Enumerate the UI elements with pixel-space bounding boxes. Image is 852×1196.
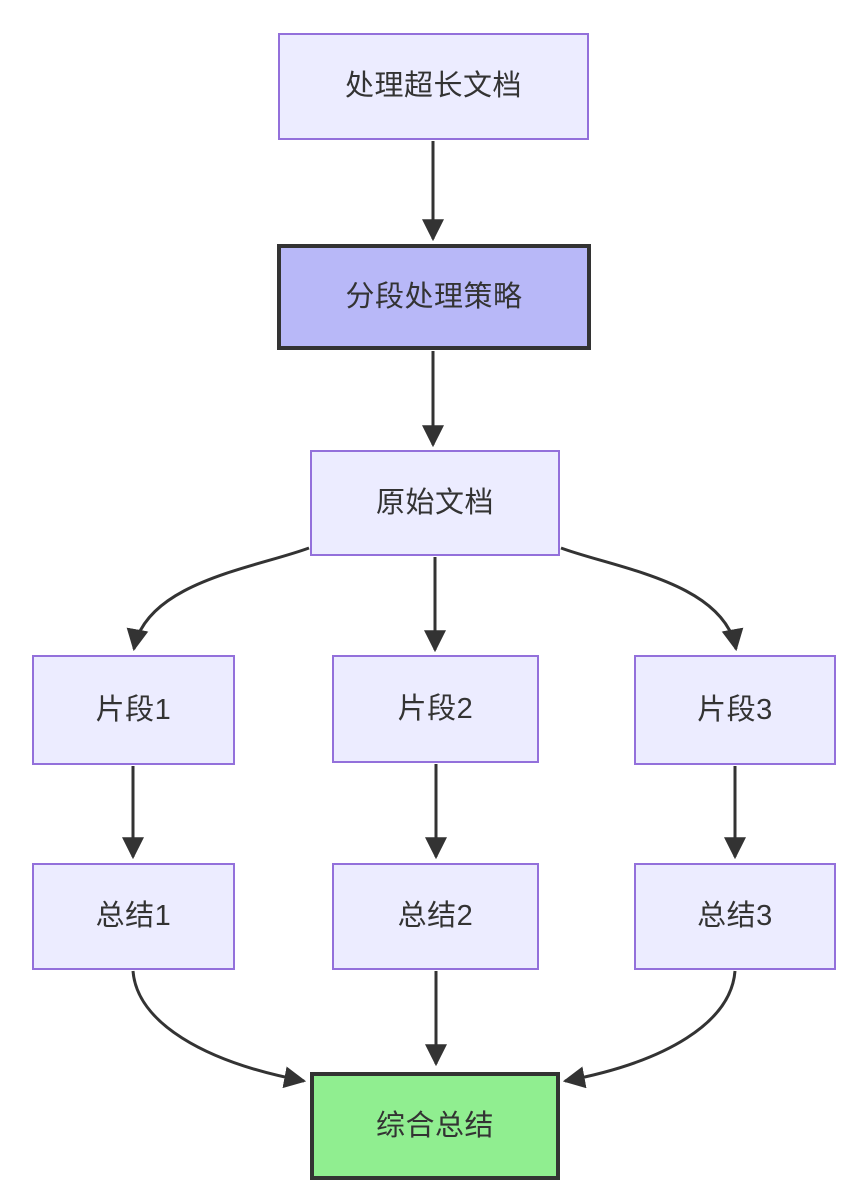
flow-node-label-summary-3: 总结3 [697,900,773,933]
edge-summary-3-to-final-summary [562,970,737,1089]
flow-node-final-summary: 综合总结 [310,1072,560,1180]
flow-node-label-start: 处理超长文档 [344,70,522,103]
flow-node-label-strategy: 分段处理策略 [345,280,523,313]
flow-node-source-doc: 原始文档 [310,450,560,556]
flow-node-strategy: 分段处理策略 [277,244,591,350]
flow-node-fragment-3: 片段3 [634,655,836,765]
flow-node-label-summary-1: 总结1 [95,900,172,933]
flow-node-label-fragment-1: 片段1 [95,693,172,726]
edge-summary-1-to-final-summary [131,970,307,1089]
edge-group [122,141,746,1089]
flow-node-label-final-summary: 综合总结 [375,1109,494,1142]
flow-node-label-fragment-3: 片段3 [697,693,773,726]
flow-node-fragment-2: 片段2 [332,655,539,763]
flow-node-start: 处理超长文档 [278,33,589,140]
flow-node-summary-1: 总结1 [32,863,235,970]
edge-source-doc-to-fragment-3 [560,546,744,652]
flow-node-label-summary-2: 总结2 [397,900,474,933]
flow-node-summary-2: 总结2 [332,863,539,970]
flow-node-label-fragment-2: 片段2 [397,692,474,725]
edge-source-doc-to-fragment-1 [126,546,310,652]
flow-node-fragment-1: 片段1 [32,655,235,765]
flow-node-label-source-doc: 原始文档 [375,486,494,519]
flow-node-summary-3: 总结3 [634,863,836,970]
